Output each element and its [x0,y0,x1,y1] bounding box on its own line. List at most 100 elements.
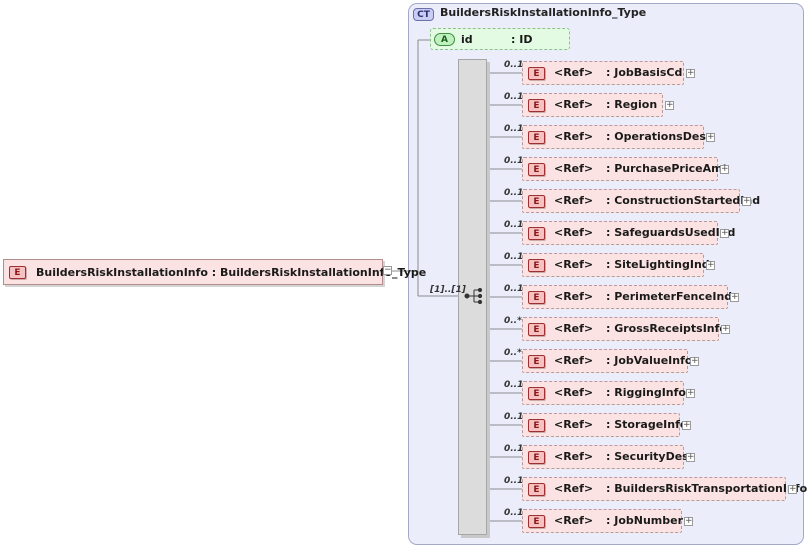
element-name: : ConstructionStartedInd [606,194,761,207]
root-collapse-toggle[interactable]: − [383,265,392,275]
sequence-cardinality: [1]..[1] [430,285,466,295]
element-badge: E [528,387,545,400]
element-name: : OperationsDesc [606,130,713,143]
expand-toggle[interactable]: + [788,484,797,494]
element-badge: E [528,323,545,336]
element-card[interactable] [522,477,786,501]
element-multiplicity: 0..1 [504,476,524,486]
expand-toggle[interactable]: + [720,164,729,174]
element-card[interactable] [522,253,704,277]
expand-toggle[interactable]: + [706,260,715,270]
element-ref: <Ref> [554,514,594,527]
expand-toggle[interactable]: + [730,292,739,302]
element-badge: E [528,99,545,112]
element-card[interactable] [522,509,682,533]
expand-toggle[interactable]: + [721,324,730,334]
element-card[interactable] [522,221,718,245]
attribute-name: id [461,33,473,46]
element-badge: E [528,451,545,464]
element-card[interactable] [522,157,718,181]
element-badge: E [528,227,545,240]
element-multiplicity: 0..1 [504,252,524,262]
element-name: : JobNumber [606,514,684,527]
complex-type-badge: CT [413,8,434,21]
element-multiplicity: 0..1 [504,508,524,518]
element-badge: E [528,291,545,304]
element-multiplicity: 0..1 [504,60,524,70]
root-element-label: BuildersRiskInstallationInfo : BuildersR… [36,266,427,279]
element-ref: <Ref> [554,194,594,207]
element-badge: E [528,419,545,432]
expand-toggle[interactable]: + [742,196,751,206]
element-multiplicity: 0..1 [504,220,524,230]
element-multiplicity: 0..1 [504,92,524,102]
element-card[interactable] [522,61,684,85]
expand-toggle[interactable]: + [665,100,674,110]
element-badge: E [528,259,545,272]
element-ref: <Ref> [554,162,594,175]
element-name: : JobBasisCd [606,66,683,79]
expand-toggle[interactable]: + [686,388,695,398]
root-element-box[interactable]: E BuildersRiskInstallationInfo : Builder… [3,259,426,285]
expand-toggle[interactable]: + [686,452,695,462]
expand-toggle[interactable]: + [682,420,691,430]
element-ref: <Ref> [554,130,594,143]
expand-toggle[interactable]: + [686,68,695,78]
element-badge: E [9,266,26,279]
element-name: : JobValueInfo [606,354,693,367]
attribute-type: : ID [511,33,533,46]
element-card[interactable] [522,317,719,341]
sequence-bar [458,59,487,535]
element-multiplicity: 0..* [504,316,522,326]
element-card[interactable] [522,93,663,117]
attribute-id-box[interactable]: A id : ID [430,28,570,50]
element-ref: <Ref> [554,418,594,431]
sequence-icon [464,288,483,304]
expand-toggle[interactable]: + [706,132,715,142]
element-name: : SafeguardsUsedInd [606,226,736,239]
element-ref: <Ref> [554,354,594,367]
element-badge: E [528,131,545,144]
element-card[interactable] [522,413,680,437]
element-ref: <Ref> [554,386,594,399]
element-name: : SecurityDesc [606,450,696,463]
element-multiplicity: 0..1 [504,156,524,166]
element-name: : RiggingInfo [606,386,686,399]
element-ref: <Ref> [554,226,594,239]
element-multiplicity: 0..1 [504,284,524,294]
element-name: : PurchasePriceAmt [606,162,728,175]
element-multiplicity: 0..* [504,348,522,358]
element-badge: E [528,355,545,368]
expand-toggle[interactable]: + [690,356,699,366]
element-ref: <Ref> [554,322,594,335]
element-ref: <Ref> [554,258,594,271]
element-badge: E [528,515,545,528]
element-multiplicity: 0..1 [504,412,524,422]
element-card[interactable] [522,189,740,213]
element-ref: <Ref> [554,66,594,79]
element-badge: E [528,195,545,208]
element-card[interactable] [522,445,684,469]
element-name: : Region [606,98,658,111]
expand-toggle[interactable]: + [684,516,693,526]
element-ref: <Ref> [554,290,594,303]
element-card[interactable] [522,349,688,373]
element-name: : BuildersRiskTransportationInfo [606,482,807,495]
element-ref: <Ref> [554,98,594,111]
element-multiplicity: 0..1 [504,444,524,454]
element-badge: E [528,67,545,80]
element-card[interactable] [522,285,728,309]
element-name: : PerimeterFenceInd [606,290,733,303]
element-multiplicity: 0..1 [504,124,524,134]
element-badge: E [528,163,545,176]
element-name: : StorageInfo [606,418,688,431]
element-ref: <Ref> [554,450,594,463]
element-multiplicity: 0..1 [504,380,524,390]
element-name: : SiteLightingInd [606,258,710,271]
element-card[interactable] [522,125,704,149]
element-badge: E [528,483,545,496]
element-ref: <Ref> [554,482,594,495]
complex-type-title: BuildersRiskInstallationInfo_Type [440,6,647,19]
expand-toggle[interactable]: + [720,228,729,238]
element-card[interactable] [522,381,684,405]
